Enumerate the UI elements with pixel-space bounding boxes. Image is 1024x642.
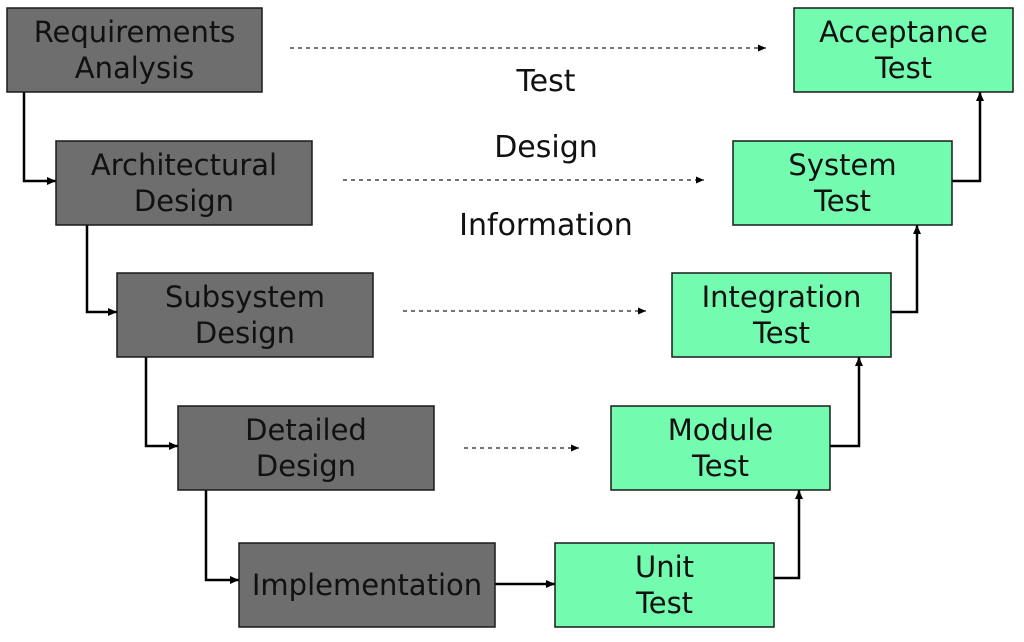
phase-label-acc-line-1: Test [874, 51, 932, 85]
phase-label-req-line-1: Analysis [75, 51, 194, 85]
flow-arrow-mod-integ [830, 357, 863, 448]
phase-label-det-line-0: Detailed [245, 413, 367, 447]
phase-label-sys-line-1: Test [813, 184, 871, 218]
phase-label-mod-line-0: Module [668, 413, 773, 447]
phase-label-acc-line-0: Acceptance [819, 15, 988, 49]
phase-rect-det [177, 405, 435, 491]
phase-label-unit-line-0: Unit [635, 550, 694, 584]
flow-arrow-sys-acc [952, 92, 984, 183]
phase-label-impl-line-0: Implementation [252, 568, 482, 602]
flow-arrow-arch-sub [85, 225, 117, 316]
phase-rect-acc [793, 7, 1014, 93]
phase-rect-mod [610, 405, 831, 491]
center-label-test: Test [515, 64, 575, 99]
phase-label-req-line-0: Requirements [34, 15, 236, 49]
phase-label-integ-line-1: Test [752, 316, 810, 350]
flow-arrow-det-impl [204, 490, 239, 584]
center-label-design: Design [494, 130, 598, 165]
phase-label-det-line-1: Design [256, 449, 356, 483]
center-label-information: Information [459, 208, 633, 243]
phase-label-sub-line-0: Subsystem [165, 280, 325, 314]
phase-label-unit-line-1: Test [635, 586, 693, 620]
phase-label-sub-line-1: Design [195, 316, 295, 350]
phase-rect-sub [116, 272, 374, 358]
phase-box-impl: Implementation [238, 542, 496, 628]
flow-arrow-req-arch [22, 92, 56, 185]
phase-label-arch-line-1: Design [134, 184, 234, 218]
flow-arrow-integ-sys [891, 225, 921, 314]
phase-label-mod-line-1: Test [691, 449, 749, 483]
phase-rect-integ [671, 272, 892, 358]
phase-rect-req [6, 7, 263, 93]
phase-rect-impl [238, 542, 496, 628]
flow-arrow-sub-det [144, 357, 178, 450]
phase-label-arch-line-0: Architectural [91, 148, 277, 182]
phase-label-integ-line-0: Integration [702, 280, 862, 314]
phase-rect-sys [732, 140, 953, 226]
phase-rect-arch [55, 140, 313, 226]
flow-arrow-unit-mod [774, 490, 803, 580]
phase-rect-unit [554, 542, 775, 628]
phase-label-sys-line-0: System [788, 148, 896, 182]
